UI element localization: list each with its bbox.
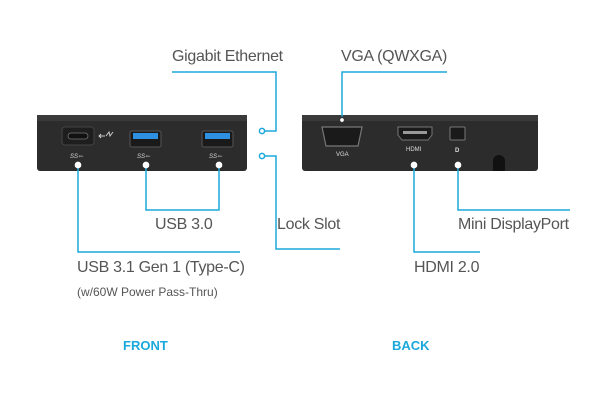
front-device: SS⇽ SS⇽ SS⇽ bbox=[37, 115, 247, 171]
label-hdmi: HDMI 2.0 bbox=[414, 259, 480, 276]
ss-usb-icon: SS⇽ bbox=[209, 154, 223, 160]
label-usb31-note: (w/60W Power Pass-Thru) bbox=[77, 285, 218, 299]
label-mini-displayport: Mini DisplayPort bbox=[458, 216, 569, 233]
lock-slot bbox=[493, 155, 505, 171]
ss-usb-icon: SS⇽ bbox=[70, 154, 84, 160]
vga-port: VGA bbox=[321, 126, 363, 158]
hdmi-mark: HDMI bbox=[406, 147, 422, 153]
label-usb30: USB 3.0 bbox=[155, 216, 213, 233]
displayport-icon: D bbox=[455, 148, 460, 154]
hdmi-port: HDMI bbox=[397, 126, 433, 153]
callout-dots bbox=[74, 116, 462, 169]
usb-c-port bbox=[61, 126, 95, 146]
label-lock-slot: Lock Slot bbox=[277, 216, 341, 233]
usb-a-port-1 bbox=[129, 130, 162, 148]
label-gigabit-ethernet: Gigabit Ethernet bbox=[172, 48, 283, 65]
usb-a-port-2 bbox=[201, 130, 234, 148]
ss-usb-icon: SS⇽ bbox=[137, 154, 151, 160]
back-device: VGA HDMI D bbox=[302, 115, 538, 171]
label-vga: VGA (QWXGA) bbox=[341, 48, 448, 65]
label-usb31: USB 3.1 Gen 1 (Type-C) bbox=[77, 259, 245, 276]
section-back: BACK bbox=[392, 338, 430, 353]
power-pass-thru-icon bbox=[98, 130, 114, 139]
vga-mark: VGA bbox=[336, 152, 349, 158]
mini-displayport-port: D bbox=[449, 126, 466, 154]
section-front: FRONT bbox=[123, 338, 168, 353]
leader-lines bbox=[77, 71, 570, 253]
